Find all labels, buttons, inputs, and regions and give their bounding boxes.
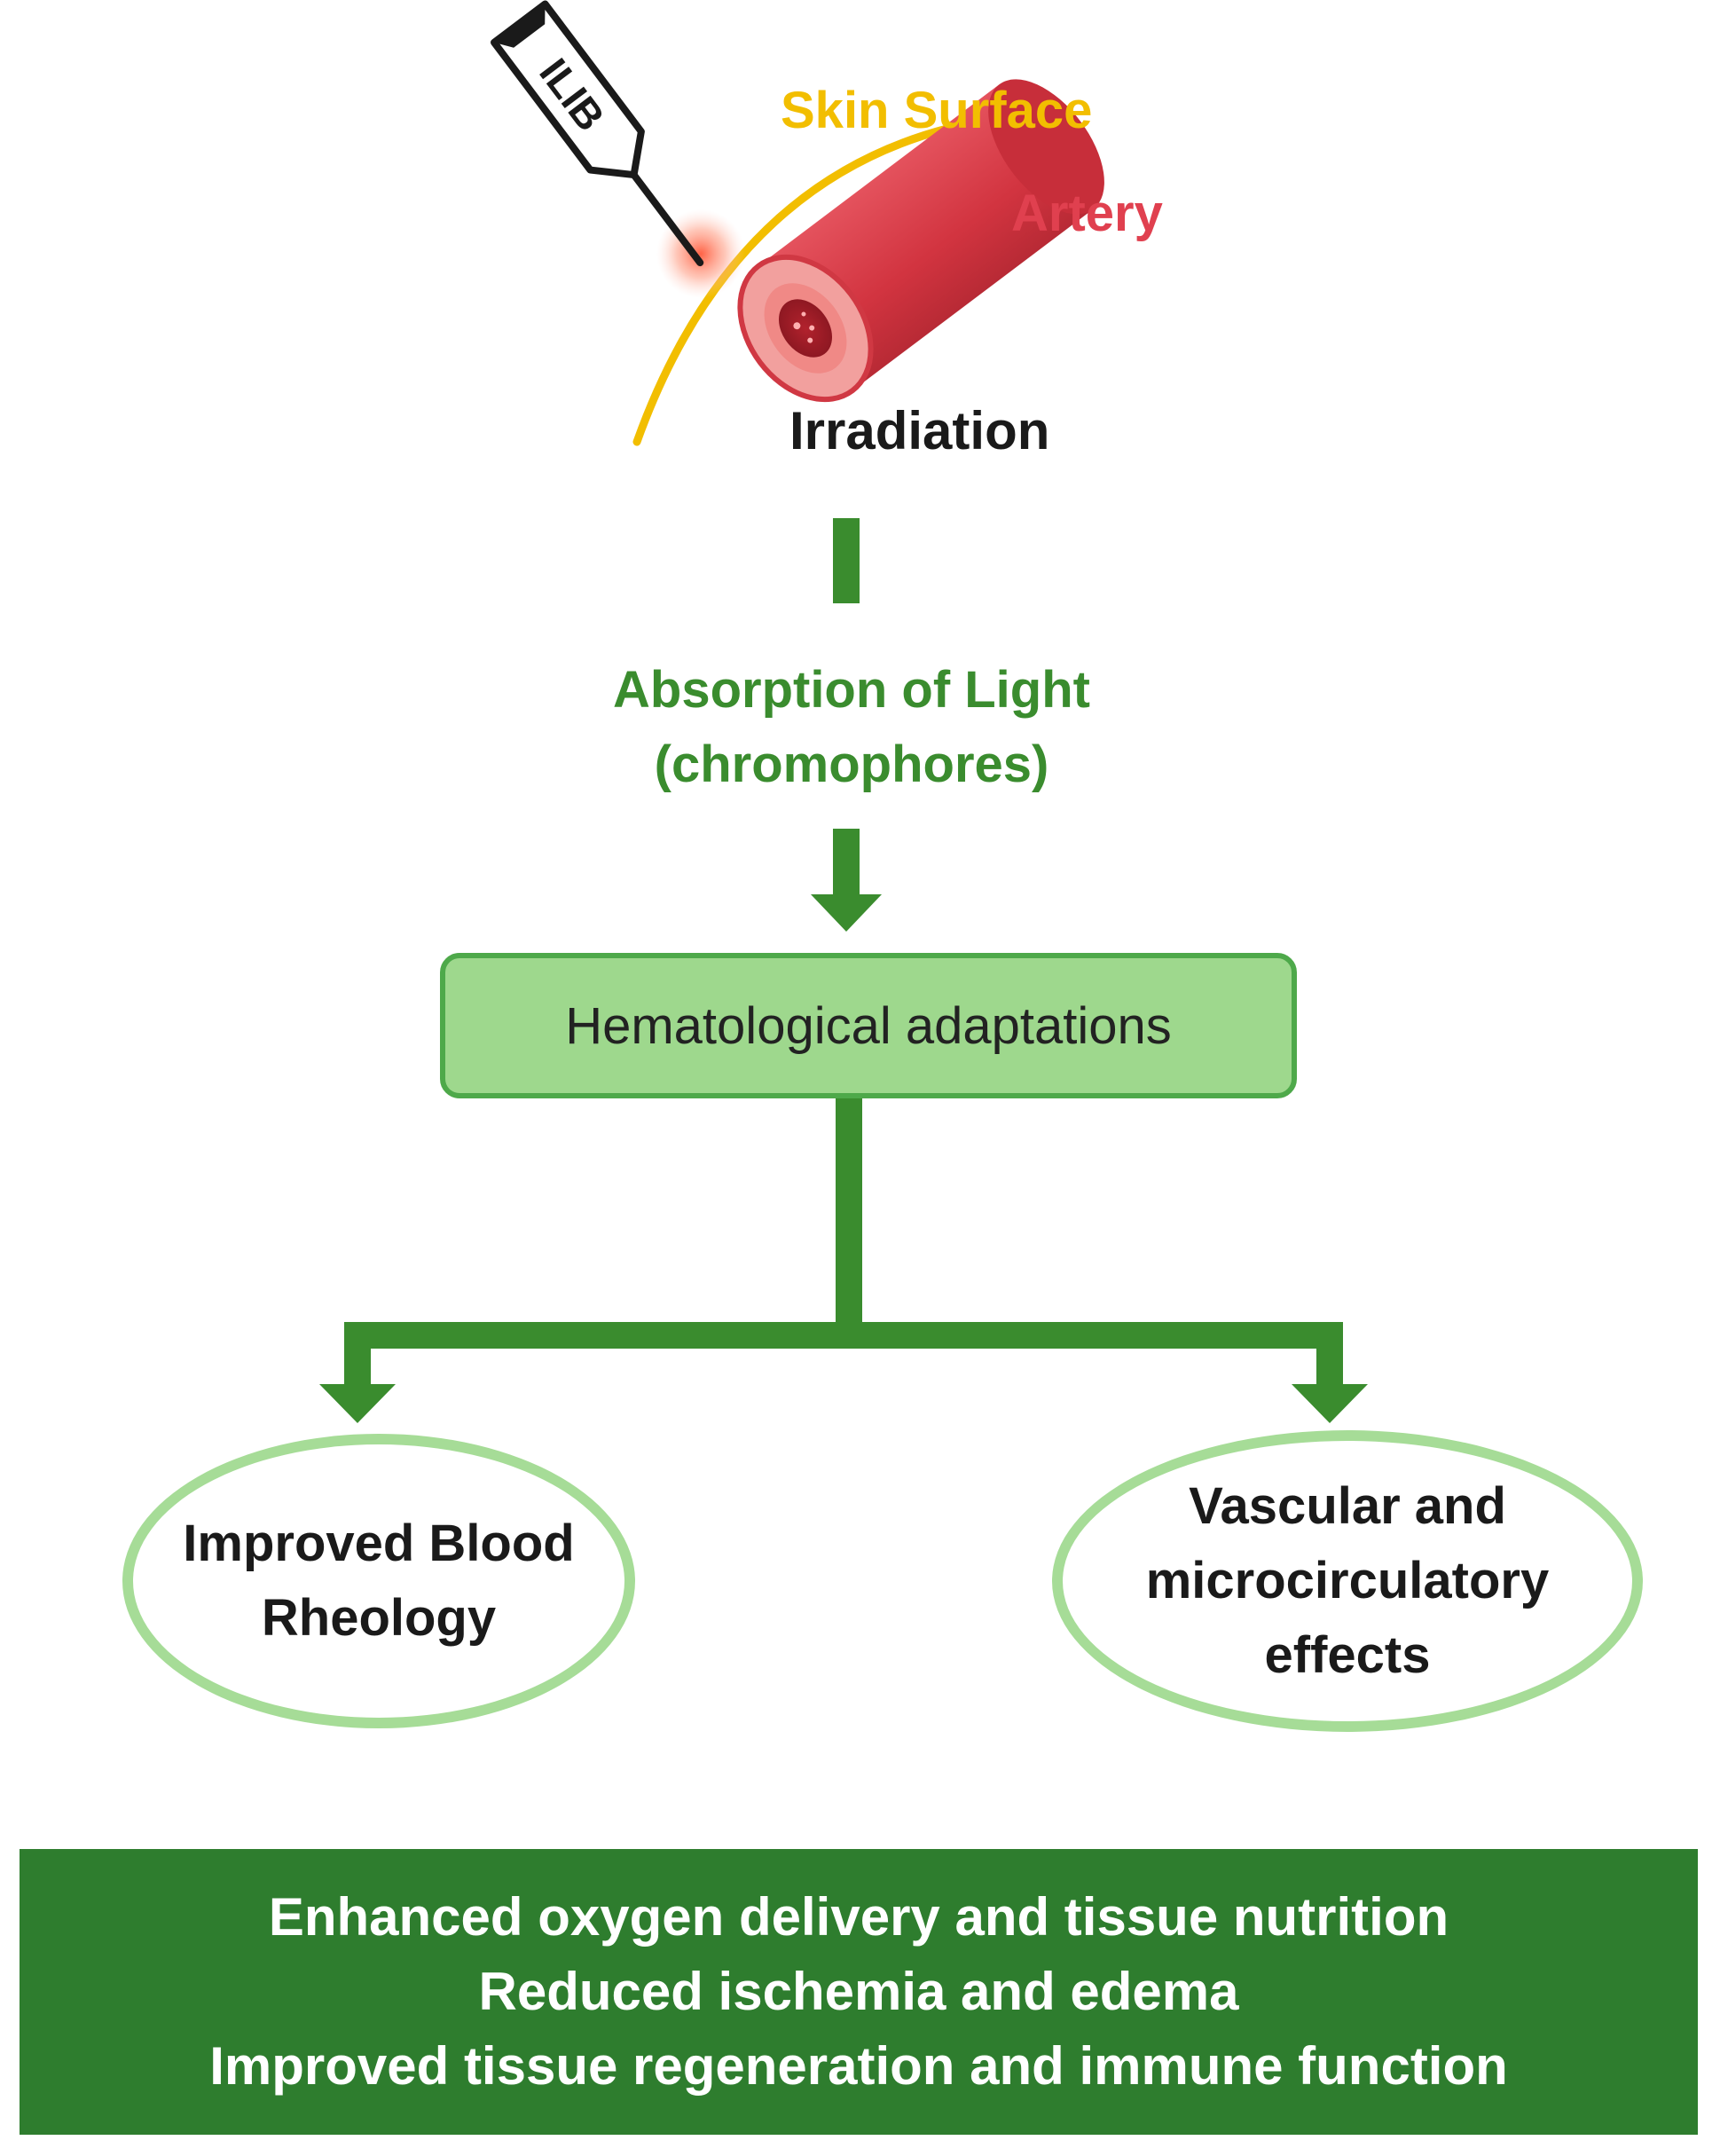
hematological-adaptations-box: Hematological adaptations: [440, 953, 1297, 1098]
ilib-device: ILIB: [491, 0, 704, 267]
outcome-line-2: Reduced ischemia and edema: [478, 1962, 1239, 2021]
blood-rheology-ellipse: Improved Blood Rheology: [122, 1434, 635, 1728]
blood-rheology-line-1: Improved Blood: [183, 1515, 575, 1572]
artery-illustration: [737, 79, 1104, 403]
arrow-head-right: [1292, 1384, 1368, 1423]
irradiation-label: Irradiation: [789, 401, 1050, 460]
vascular-effects-line-2: microcirculatory: [1145, 1552, 1550, 1609]
blood-rheology-line-2: Rheology: [261, 1589, 497, 1647]
absorption-label: Absorption of Light (chromophores): [497, 653, 1206, 802]
skin-surface-arc: [632, 114, 998, 446]
absorption-line-2: (chromophores): [654, 736, 1049, 793]
vascular-effects-line-3: effects: [1264, 1626, 1431, 1684]
hematological-adaptations-label: Hematological adaptations: [565, 996, 1172, 1055]
skin-surface-label: Skin Surface: [781, 82, 1093, 139]
outcomes-box: Enhanced oxygen delivery and tissue nutr…: [20, 1849, 1698, 2135]
arrow-head-left: [319, 1384, 396, 1423]
connector-bar-top: [833, 518, 860, 603]
artery-label: Artery: [1011, 185, 1163, 242]
vascular-effects-line-1: Vascular and: [1189, 1477, 1506, 1535]
outcome-line-3: Improved tissue regeneration and immune …: [209, 2036, 1508, 2096]
absorption-line-1: Absorption of Light: [613, 661, 1090, 719]
outcome-line-1: Enhanced oxygen delivery and tissue nutr…: [268, 1887, 1449, 1947]
branch-connector: [319, 1098, 1368, 1423]
vascular-effects-ellipse: Vascular and microcirculatory effects: [1052, 1430, 1643, 1732]
arrow-down-hematological: [811, 829, 882, 932]
